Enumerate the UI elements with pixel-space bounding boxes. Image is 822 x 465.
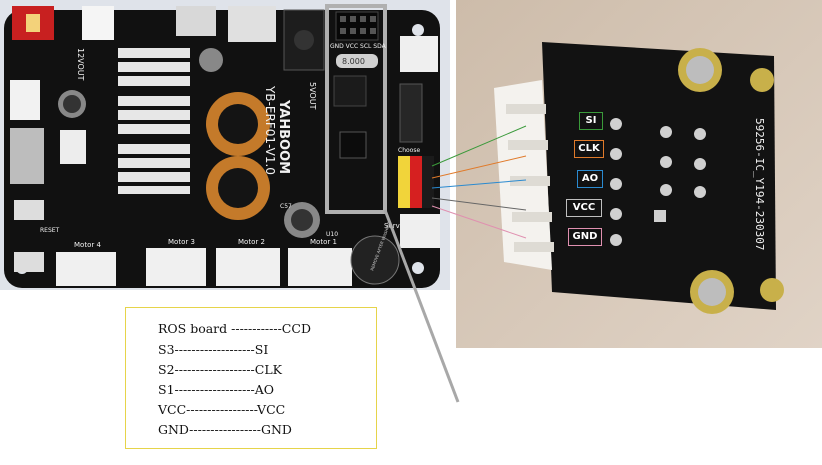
motor-1-label: Motor 1 [310,238,337,246]
screw-icon-top [686,56,714,84]
pin-label-vcc: VCC [566,199,602,217]
board-brand: YAHBOOM [276,99,291,174]
legend-row-si: S3-------------------SI [158,342,269,357]
pin-label-clk: CLK [574,140,604,158]
u10-label: U10 [326,231,338,238]
i2c-header-label: GND VCC SCL SDA [330,43,387,50]
legend-row-ao: S1-------------------AO [158,382,275,397]
board-model: YB-ERF01-V1.0 [263,85,277,175]
pin-label-gnd: GND [568,228,602,246]
pointer-line [383,209,460,403]
wire-ao [431,179,527,189]
legend-row-header: ROS board ------------CCD [158,321,311,336]
ros-board-drawing: YAHBOOM YB-ERF01-V1.0 12VOUT 5VOUT GND V… [0,0,450,290]
legend-row-vcc: VCC-----------------VCC [158,402,286,417]
highlight-box [325,4,387,214]
choose-label: Choose [398,147,420,154]
screw-icon-bottom [698,278,726,306]
jst-connector [494,80,552,270]
reset-label: RESET [40,227,60,234]
buzzer-icon [350,235,400,285]
wire-si [431,125,527,167]
legend-row-gnd: GND-----------------GND [158,422,292,437]
wire-clk [431,155,527,179]
mcu-chip-icon [339,131,367,159]
wire-gnd [431,205,527,239]
crystal-label: 8.000 [342,57,365,66]
pin-label-si: SI [579,112,603,130]
voltage-5v-label: 5VOUT [308,82,317,110]
connection-legend: ROS board ------------CCD S3------------… [125,307,377,449]
wire-vcc [431,197,527,211]
legend-row-clk: S2-------------------CLK [158,362,282,377]
voltage-12v-label: 12VOUT [76,48,85,81]
servo-label: Servo [384,222,404,230]
sensor-silkscreen: 59256-IC_Y194-230307 [753,118,766,250]
motor-4-label: Motor 4 [74,241,101,249]
ros-board-photo: YAHBOOM YB-ERF01-V1.0 12VOUT 5VOUT GND V… [0,0,450,290]
pin-label-ao: AO [577,170,603,188]
ccd-sensor-photo: 59256-IC_Y194-230307 [456,0,822,348]
motor-2-label: Motor 2 [238,238,265,246]
c57-label: C57 [280,203,292,210]
ccd-sensor-drawing: 59256-IC_Y194-230307 [456,0,822,348]
motor-3-label: Motor 3 [168,238,195,246]
